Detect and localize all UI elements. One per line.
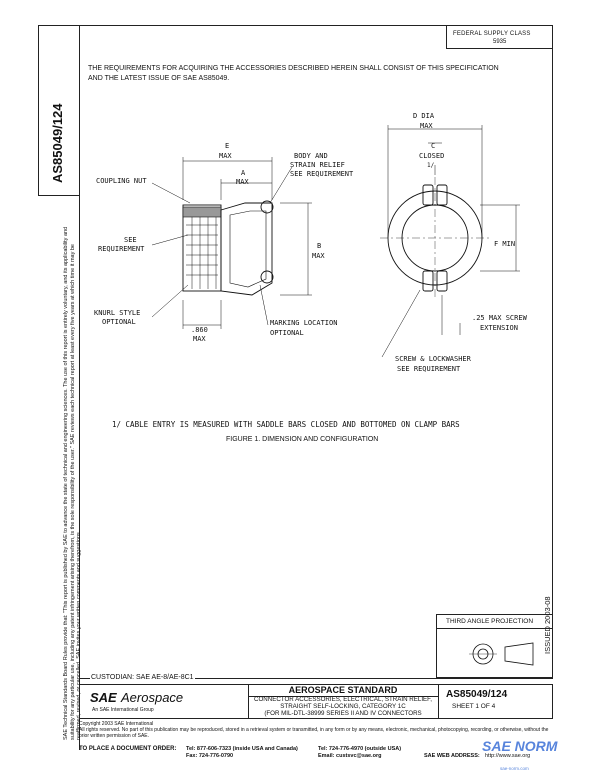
label-coupling-nut: COUPLING NUT [96, 177, 147, 185]
requirements-paragraph: THE REQUIREMENTS FOR ACQUIRING THE ACCES… [88, 65, 499, 82]
label-b-max-2: MAX [312, 252, 325, 260]
label-c-closed-1: C [431, 142, 436, 150]
sheet-number: SHEET 1 OF 4 [452, 703, 496, 710]
label-c-note: 1/ [427, 162, 435, 169]
projection-title: THIRD ANGLE PROJECTION [446, 618, 534, 625]
spine-bottom-line [38, 195, 80, 196]
label-d-dia-2: MAX [420, 122, 433, 130]
title-block: SAE Aerospace An SAE International Group… [79, 684, 553, 719]
label-screw-lock-2: SEE REQUIREMENT [397, 365, 461, 373]
footer-web: http://www.sae.org [485, 753, 531, 759]
spine-doc-number: AS85049/124 [50, 103, 65, 183]
label-d-dia-1: D DIA [413, 112, 435, 120]
title-block-top-line [79, 678, 553, 679]
label-e-max-2: MAX [219, 152, 232, 160]
label-marking-2: OPTIONAL [270, 329, 304, 337]
label-knurl-2: OPTIONAL [102, 318, 136, 326]
frame-right-line [552, 25, 553, 678]
figure-drawing [151, 125, 520, 358]
frame-top-line [79, 25, 553, 26]
footer-email: Email: custsvc@sae.org [318, 753, 382, 759]
label-knurl-1: KNURL STYLE [94, 309, 141, 317]
title-cell: AEROSPACE STANDARD CONNECTOR ACCESSORIES… [248, 685, 439, 718]
label-screw-ext-1: .25 MAX SCREW [472, 314, 527, 322]
fsc-code: 5935 [493, 39, 507, 45]
projection-divider [437, 628, 552, 629]
figure-footnote: 1/ CABLE ENTRY IS MEASURED WITH SADDLE B… [112, 420, 460, 429]
projection-box: THIRD ANGLE PROJECTION [436, 614, 553, 678]
label-f-min: F MIN [494, 240, 516, 248]
body-screw-top [260, 200, 274, 214]
doc-title-line3: (FOR MIL-DTL-38999 SERIES II AND IV CONN… [264, 709, 422, 717]
coupling-nut-shape [182, 204, 222, 292]
projection-symbol-icon [469, 642, 534, 666]
spine-left-line [38, 25, 39, 195]
label-a-max-1: A [241, 169, 246, 177]
label-see-req-2: REQUIREMENT [98, 245, 145, 253]
logo-sae: SAE [90, 690, 117, 705]
label-screw-ext-2: EXTENSION [480, 324, 518, 332]
coupling-nut-band [182, 206, 222, 218]
logo-cell: SAE Aerospace An SAE International Group [80, 685, 249, 718]
doc-title: CONNECTOR ACCESSORIES, ELECTRICAL, STRAI… [248, 696, 438, 717]
figure-caption: FIGURE 1. DIMENSION AND CONFIGURATION [226, 436, 379, 443]
fsc-label: FEDERAL SUPPLY CLASS [453, 31, 531, 37]
watermark-logo: SAE NORM [482, 738, 558, 754]
label-e-max-1: E [225, 142, 230, 150]
footer-web-label: SAE WEB ADDRESS: [424, 753, 480, 759]
standard-heading: AEROSPACE STANDARD [248, 685, 438, 697]
label-marking-1: MARKING LOCATION [270, 319, 338, 327]
label-body-relief-2: STRAIN RELIEF [290, 161, 345, 169]
label-a-max-2: MAX [236, 178, 249, 186]
logo-subtitle: An SAE International Group [92, 707, 154, 713]
doc-title-line1: CONNECTOR ACCESSORIES, ELECTRICAL, STRAI… [254, 696, 432, 703]
spine-top-line [38, 25, 80, 26]
fsc-box: FEDERAL SUPPLY CLASS 5935 [446, 25, 553, 49]
label-body-relief-3: SEE REQUIREMENT [290, 170, 354, 178]
logo-aerospace: Aerospace [121, 690, 184, 705]
footer-tel2: Tel: 724-776-4970 (outside USA) [318, 746, 402, 752]
doc-title-line2: STRAIGHT SELF-LOCKING, CATEGORY 1C [280, 702, 406, 710]
label-860-1: .860 [191, 326, 208, 334]
label-b-max-1: B [317, 242, 322, 250]
frame-left-line [79, 25, 80, 750]
label-860-2: MAX [193, 335, 206, 343]
label-see-req-1: SEE [124, 236, 137, 244]
watermark-sub: sae-norm.com [500, 766, 529, 771]
label-c-closed-2: CLOSED [419, 152, 445, 160]
footer-fax: Fax: 724-776-0790 [186, 753, 234, 759]
title-doc-number: AS85049/124 [446, 689, 508, 700]
label-body-relief-1: BODY AND [294, 152, 328, 160]
body-outline [220, 202, 273, 296]
footer-rights-text: All rights reserved. No part of this pub… [79, 727, 549, 739]
footer-rights: Copyright 2003 SAE International All rig… [79, 721, 553, 739]
custodian: CUSTODIAN: SAE AE-8/AE-8C1 [90, 674, 195, 681]
label-screw-lock-1: SCREW & LOCKWASHER [395, 355, 471, 363]
footer-copyright: Copyright 2003 SAE International [79, 721, 154, 727]
body-screw-bottom [260, 270, 274, 284]
footer-order-label: TO PLACE A DOCUMENT ORDER: [79, 746, 177, 752]
footer-tel1: Tel: 877-606-7323 (inside USA and Canada… [186, 746, 298, 752]
